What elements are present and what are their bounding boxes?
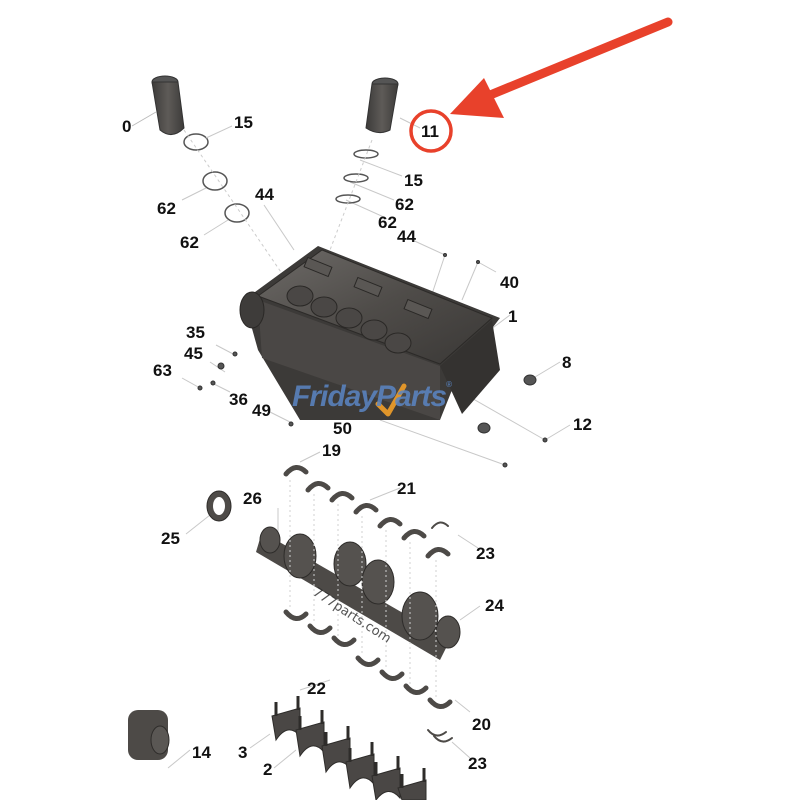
crankshaft <box>256 526 461 660</box>
leader-lines <box>167 117 571 769</box>
o-rings-left <box>183 129 301 301</box>
brand-watermark: FridayParts® <box>292 380 452 414</box>
callout-26: 26 <box>243 489 262 508</box>
callout-15: 15 <box>234 113 253 132</box>
seal-ring <box>206 490 232 522</box>
callout-62: 62 <box>378 213 397 232</box>
callout-14: 14 <box>192 743 211 762</box>
callout-49: 49 <box>252 401 271 420</box>
callout-44: 44 <box>255 185 274 204</box>
callout-36: 36 <box>229 390 248 409</box>
brand-watermark-right: Parts <box>376 380 447 413</box>
callout-45: 45 <box>184 344 203 363</box>
callout-50: 50 <box>333 419 352 438</box>
highlight-arrow-shaft <box>473 17 673 105</box>
callout-21: 21 <box>397 479 416 498</box>
callout-23: 23 <box>476 544 495 563</box>
registered-mark: ® <box>446 380 452 389</box>
lower-bearing-shells <box>283 609 453 743</box>
upper-bearing-shells <box>283 465 451 559</box>
callout-40: 40 <box>500 273 519 292</box>
watermark-check-icon <box>375 383 407 417</box>
callout-19: 19 <box>322 441 341 460</box>
callout-22: 22 <box>307 679 326 698</box>
crankshaft-end <box>128 710 170 760</box>
callout-11-highlighted: 11 <box>421 122 439 141</box>
callout-1: 1 <box>508 307 518 326</box>
callout-63: 63 <box>153 361 172 380</box>
callout-3: 3 <box>238 743 248 762</box>
brand-watermark-left: Friday <box>292 380 377 413</box>
cylinder-liner-part-11 <box>365 77 399 134</box>
callout-2: 2 <box>263 760 273 779</box>
callout-62: 62 <box>180 233 199 252</box>
callout-62: 62 <box>157 199 176 218</box>
o-rings-right <box>329 139 379 251</box>
highlight-arrow-head <box>450 78 504 118</box>
cylinder-liner-left <box>131 75 185 135</box>
callout-44: 44 <box>397 227 416 246</box>
callout-8: 8 <box>562 353 572 372</box>
callout-20: 20 <box>472 715 491 734</box>
small-parts <box>197 253 548 468</box>
callout-62: 62 <box>395 195 414 214</box>
main-bearing-caps <box>271 696 427 800</box>
callout-23: 23 <box>468 754 487 773</box>
callout-24: 24 <box>485 596 504 615</box>
guide-lines <box>289 480 437 698</box>
callout-25: 25 <box>161 529 180 548</box>
callout-35: 35 <box>186 323 205 342</box>
engine-block <box>239 246 500 420</box>
callout-partial: 0 <box>122 117 132 136</box>
highlight-annotation <box>409 17 673 153</box>
callout-15: 15 <box>404 171 423 190</box>
highlight-circle <box>409 109 453 153</box>
callout-12: 12 <box>573 415 592 434</box>
